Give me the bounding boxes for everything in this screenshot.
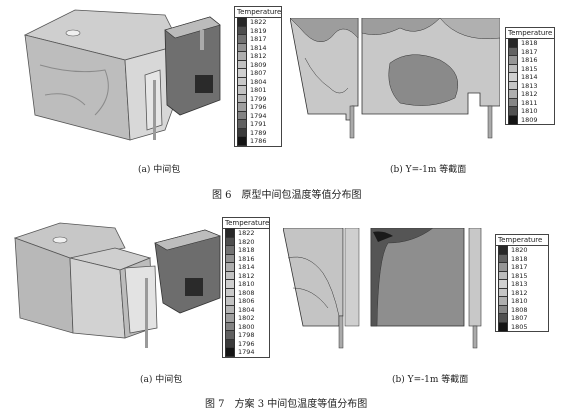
- legend-value: 1808: [511, 305, 528, 314]
- legend-value: 1805: [511, 322, 528, 331]
- legend-value: 1810: [511, 297, 528, 306]
- legend-value: 1818: [521, 39, 538, 48]
- fig6b-section-contour: [290, 18, 500, 139]
- legend-value: 1812: [521, 90, 538, 99]
- fig6b-caption: (b) Y=-1m 等截面: [390, 165, 467, 175]
- legend-entry: 1794: [223, 347, 269, 358]
- legend-value: 1807: [511, 314, 528, 323]
- legend-value: 1810: [521, 107, 538, 116]
- legend-value: 1814: [250, 43, 267, 52]
- legend-value: 1806: [238, 297, 255, 306]
- legend-value: 1820: [511, 246, 528, 255]
- legend-value: 1804: [250, 77, 267, 86]
- legend-entry: 1786: [235, 136, 281, 147]
- legend-value: 1789: [250, 128, 267, 137]
- legend-value: 1814: [521, 73, 538, 82]
- fig6a-tundish-render: [23, 9, 221, 141]
- legend-value: 1818: [238, 246, 255, 255]
- legend-value: 1815: [521, 64, 538, 73]
- legend-value: 1812: [250, 52, 267, 61]
- legend-value: 1812: [238, 271, 255, 280]
- fig7a-caption: (a) 中间包: [140, 375, 183, 385]
- fig6-caption: 图 6 原型中间包温度等值分布图: [212, 190, 362, 201]
- legend-value: 1812: [511, 288, 528, 297]
- fig6a-caption: (a) 中间包: [138, 165, 181, 175]
- legend-value: 1813: [511, 280, 528, 289]
- legend-title: Temperature: [235, 7, 282, 18]
- legend-value: 1796: [250, 103, 267, 112]
- legend-value: 1820: [238, 237, 255, 246]
- legend-value: 1819: [250, 26, 267, 35]
- legend-title: Temperature: [223, 218, 270, 229]
- legend-entry: 1805: [496, 321, 548, 332]
- legend-value: 1816: [521, 56, 538, 65]
- legend-swatch: [225, 347, 235, 358]
- legend-value: 1809: [521, 115, 538, 124]
- legend-value: 1794: [238, 348, 255, 357]
- legend-value: 1798: [238, 331, 255, 340]
- legend-value: 1791: [250, 120, 267, 129]
- legend-entry: 1809: [506, 114, 554, 125]
- legend-value: 1786: [250, 137, 267, 146]
- legend-swatch: [508, 114, 518, 125]
- legend-value: 1815: [511, 271, 528, 280]
- legend-swatch: [237, 136, 247, 147]
- legend-value: 1813: [521, 81, 538, 90]
- legend-value: 1794: [250, 111, 267, 120]
- legend-value: 1811: [521, 98, 538, 107]
- legend-value: 1804: [238, 305, 255, 314]
- legend-value: 1796: [238, 339, 255, 348]
- legend-value: 1816: [238, 254, 255, 263]
- legend-value: 1818: [511, 254, 528, 263]
- legend-value: 1800: [238, 322, 255, 331]
- legend-value: 1814: [238, 263, 255, 272]
- legend-value: 1809: [250, 60, 267, 69]
- legend-value: 1822: [238, 229, 255, 238]
- fig7a-tundish-render: [13, 222, 221, 348]
- fig7b-caption: (b) Y=-1m 等截面: [392, 375, 469, 385]
- legend-value: 1799: [250, 94, 267, 103]
- legend-value: 1802: [238, 314, 255, 323]
- legend-value: 1817: [250, 35, 267, 44]
- legend-value: 1807: [250, 69, 267, 78]
- fig7b-section-contour: [283, 228, 482, 349]
- fig7-caption: 图 7 方案 3 中间包温度等值分布图: [205, 399, 368, 410]
- legend-value: 1808: [238, 288, 255, 297]
- legend-title: Temperature: [496, 235, 548, 246]
- legend-value: 1822: [250, 18, 267, 27]
- legend-value: 1817: [511, 263, 528, 272]
- legend-value: 1817: [521, 47, 538, 56]
- legend-swatch: [498, 321, 508, 332]
- legend-value: 1810: [238, 280, 255, 289]
- legend-title: Temperature: [506, 28, 554, 39]
- legend-value: 1801: [250, 86, 267, 95]
